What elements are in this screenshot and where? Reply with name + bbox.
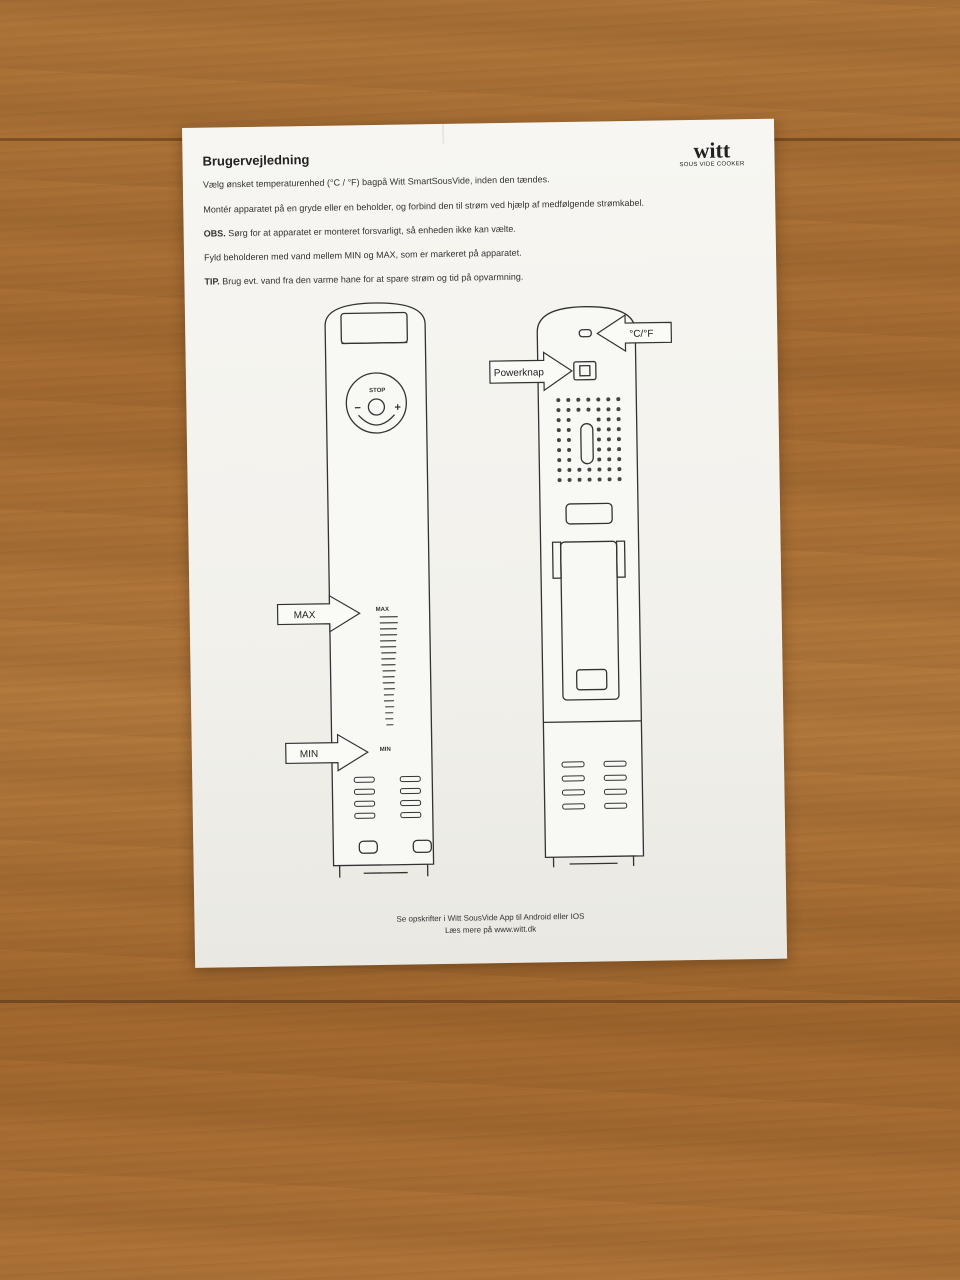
plus-button-label: + — [394, 402, 401, 414]
manual-sheet: Brugervejledning witt SOUS VIDE COOKER V… — [182, 118, 788, 968]
power-callout-arrow — [489, 351, 573, 392]
device-diagram: STOP − + MAX MIN — [276, 302, 673, 878]
max-mark: MAX — [376, 607, 389, 613]
unit-callout-label: °C/°F — [629, 329, 653, 340]
power-callout-label: Powerknap — [494, 367, 545, 379]
stop-button-label: STOP — [369, 388, 385, 394]
min-callout-arrow — [285, 733, 369, 772]
wood-seam — [0, 1000, 960, 1003]
front-vents — [353, 775, 422, 819]
min-mark: MIN — [380, 747, 391, 753]
device-back-view — [536, 306, 645, 868]
unit-callout-arrow — [596, 313, 673, 353]
back-vents — [561, 760, 628, 810]
max-callout-label: MAX — [294, 610, 316, 621]
min-callout-label: MIN — [300, 749, 319, 760]
max-callout-arrow — [276, 594, 361, 633]
water-level-scale — [379, 616, 398, 726]
back-grille — [556, 397, 622, 483]
device-front-view — [324, 302, 435, 878]
minus-button-label: − — [354, 402, 361, 414]
